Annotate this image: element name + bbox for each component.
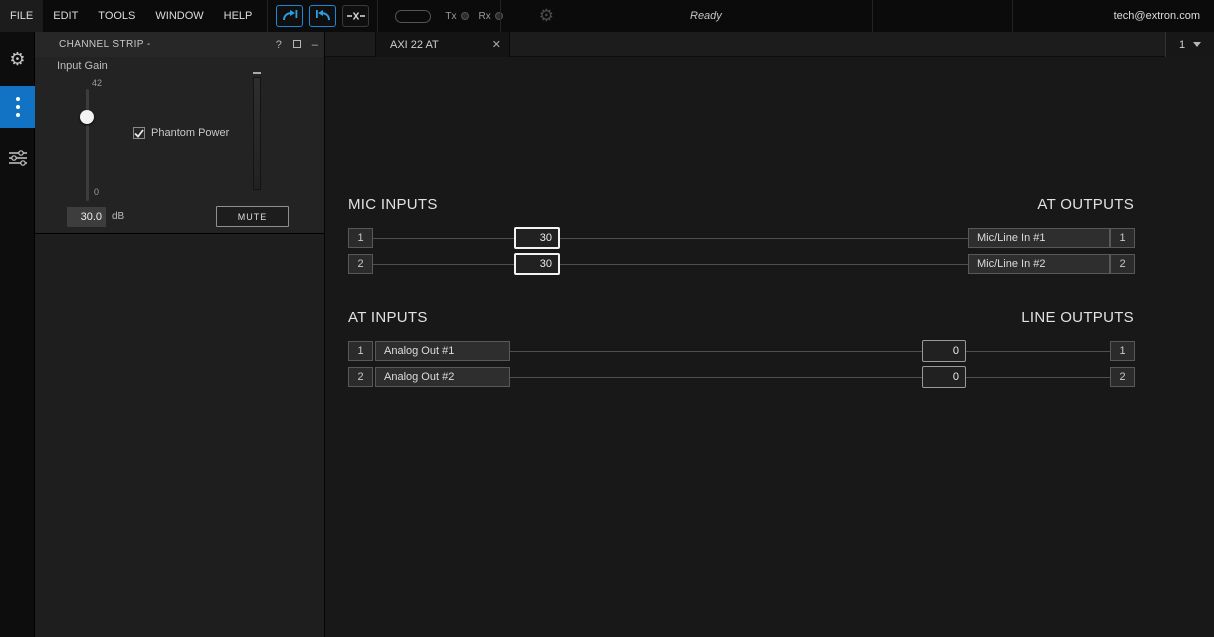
wire: [373, 238, 514, 239]
tx-label: Tx: [445, 10, 457, 22]
line-outputs-title: LINE OUTPUTS: [1021, 309, 1134, 326]
minimize-icon[interactable]: –: [311, 38, 319, 51]
tab-bar: AXI 22 AT ✕ 1: [325, 32, 1214, 57]
tab-label: AXI 22 AT: [390, 38, 439, 51]
mute-button[interactable]: MUTE: [216, 206, 289, 227]
menu-tools[interactable]: TOOLS: [98, 10, 136, 22]
tab-axi-22-at[interactable]: AXI 22 AT ✕: [375, 32, 510, 57]
line-output-2-number[interactable]: 2: [1110, 367, 1135, 387]
help-icon[interactable]: ?: [275, 38, 283, 51]
line-output-2-gain-block[interactable]: 0: [922, 366, 966, 388]
rx-label: Rx: [478, 10, 491, 22]
channel-strip-body: [35, 57, 324, 234]
divider: [500, 0, 501, 32]
sliders-icon: [8, 150, 27, 166]
at-output-1-number[interactable]: 1: [1110, 228, 1135, 248]
slider-max-label: 42: [92, 78, 103, 88]
phantom-power-label: Phantom Power: [151, 127, 230, 139]
at-input-1-label[interactable]: Analog Out #1: [375, 341, 510, 361]
phantom-power-checkbox[interactable]: [133, 127, 145, 139]
at-output-2-number[interactable]: 2: [1110, 254, 1135, 274]
wire: [560, 238, 968, 239]
status-text: Ready: [690, 10, 722, 22]
line-output-1-number[interactable]: 1: [1110, 341, 1135, 361]
mic-input-1-gain-block[interactable]: 30: [514, 227, 560, 249]
wire: [966, 351, 1110, 352]
menu-file[interactable]: FILE: [0, 0, 44, 32]
at-output-2-label[interactable]: Mic/Line In #2: [968, 254, 1110, 274]
mic-inputs-title: MIC INPUTS: [348, 196, 438, 213]
disconnect-icon: [346, 11, 365, 21]
sidebar-item-channel-strip[interactable]: [0, 86, 35, 128]
channel-strip-header: CHANNEL STRIP - ? –: [35, 32, 324, 57]
sidebar-item-device-settings[interactable]: ⚙: [0, 40, 35, 78]
gain-value-field[interactable]: 30.0: [67, 207, 106, 227]
menu-edit[interactable]: EDIT: [53, 10, 79, 22]
wire: [560, 264, 968, 265]
at-outputs-title: AT OUTPUTS: [1037, 196, 1134, 213]
at-input-2-number[interactable]: 2: [348, 367, 373, 387]
panel-title: CHANNEL STRIP -: [59, 39, 151, 50]
popout-icon[interactable]: [288, 39, 306, 51]
signal-flow-canvas: MIC INPUTS AT OUTPUTS 1 30 Mic/Line In #…: [325, 57, 1214, 637]
connect-push-button[interactable]: [276, 5, 304, 27]
mic-input-2-number[interactable]: 2: [348, 254, 373, 274]
divider: [872, 0, 873, 32]
wire: [510, 377, 922, 378]
account-email: tech@extron.com: [1113, 10, 1200, 22]
gain-unit-label: dB: [112, 211, 125, 222]
checkmark-icon: [134, 128, 144, 138]
channel-strip-icon: [15, 97, 20, 117]
push-to-device-icon: [282, 9, 298, 23]
at-inputs-title: AT INPUTS: [348, 309, 428, 326]
mic-input-2-gain-block[interactable]: 30: [514, 253, 560, 275]
chevron-down-icon: [1193, 42, 1202, 47]
gain-slider-handle[interactable]: [80, 110, 94, 124]
close-icon[interactable]: ✕: [491, 39, 501, 51]
divider: [1012, 0, 1013, 32]
connect-pull-button[interactable]: [309, 5, 337, 27]
divider: [35, 233, 324, 234]
menu-window[interactable]: WINDOW: [155, 10, 204, 22]
level-meter: [253, 77, 261, 190]
wire: [373, 264, 514, 265]
channel-strip-panel: CHANNEL STRIP - ? – Input Gain 42 0 Phan…: [35, 32, 325, 637]
meter-peak-tick: [253, 72, 261, 74]
disconnect-button[interactable]: [342, 5, 370, 27]
at-input-2-label[interactable]: Analog Out #2: [375, 367, 510, 387]
wire: [510, 351, 922, 352]
gear-icon[interactable]: ⚙: [538, 6, 554, 25]
page-selector-value: 1: [1178, 38, 1186, 51]
line-output-1-gain-block[interactable]: 0: [922, 340, 966, 362]
mic-input-1-number[interactable]: 1: [348, 228, 373, 248]
at-input-1-number[interactable]: 1: [348, 341, 373, 361]
rx-led-icon: [494, 12, 503, 20]
at-output-1-label[interactable]: Mic/Line In #1: [968, 228, 1110, 248]
tx-led-icon: [460, 12, 469, 20]
page-selector-dropdown[interactable]: 1: [1165, 32, 1214, 57]
menu-help[interactable]: HELP: [223, 10, 253, 22]
pull-from-device-icon: [315, 9, 331, 23]
divider: [377, 0, 379, 32]
gain-slider-track[interactable]: [86, 89, 89, 201]
slider-min-label: 0: [94, 187, 100, 197]
device-status-indicator: [395, 9, 432, 23]
wire: [966, 377, 1110, 378]
rx-indicator: Rx: [479, 11, 503, 22]
tool-sidebar: ⚙: [0, 32, 35, 637]
tx-indicator: Tx: [445, 10, 469, 22]
divider: [267, 0, 269, 32]
menu-bar: FILE EDIT TOOLS WINDOW HELP: [0, 0, 1214, 32]
input-gain-label: Input Gain: [57, 60, 108, 72]
gear-icon: ⚙: [9, 48, 26, 69]
sidebar-item-mixer[interactable]: [0, 140, 35, 176]
